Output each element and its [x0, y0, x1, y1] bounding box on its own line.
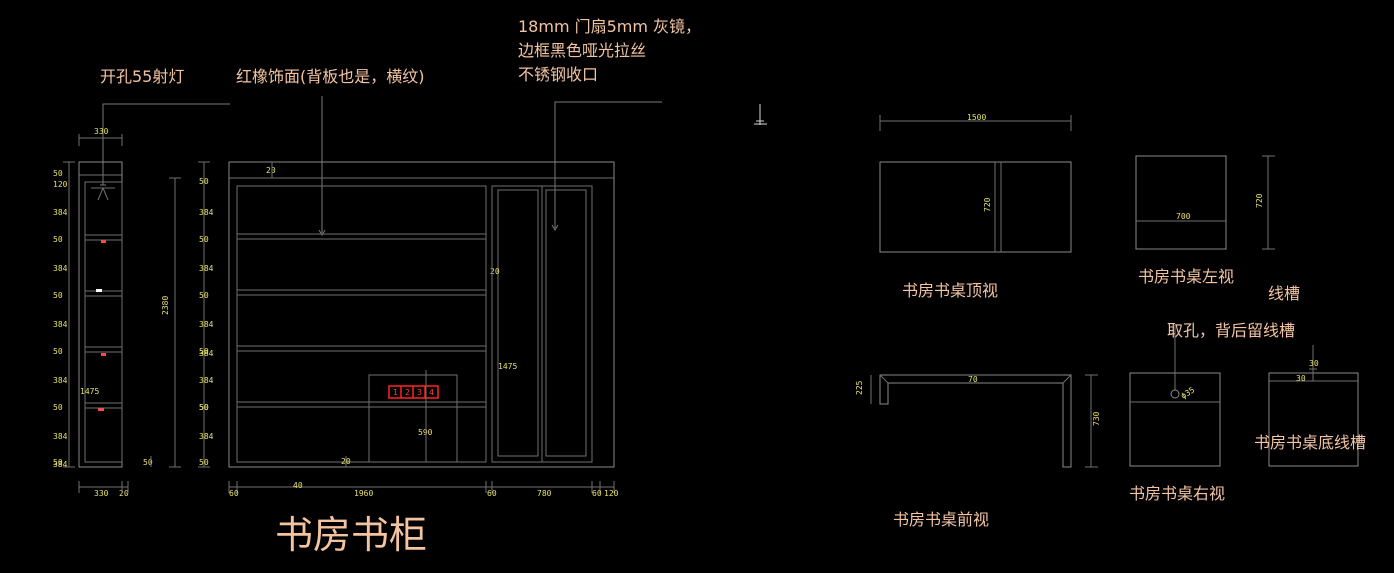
red-mark-2: 2 — [405, 388, 410, 397]
bottom-120: 120 — [604, 489, 619, 498]
svg-text:384: 384 — [53, 264, 68, 273]
side-mid-label: 1475 — [80, 387, 99, 396]
side-bottom-offset: 50 — [143, 458, 153, 467]
spotlight-leader — [100, 103, 230, 186]
bottom-40: 40 — [293, 481, 303, 490]
svg-text:384: 384 — [199, 349, 214, 358]
desk-left-view-label: 书房书桌左视 — [1138, 267, 1234, 286]
height-total: 2380 — [161, 296, 170, 315]
desk-top-view: 1500 720 书房书桌顶视 — [879, 113, 1072, 300]
svg-text:120: 120 — [53, 180, 68, 189]
svg-text:50: 50 — [53, 403, 63, 412]
spotlight-hole-label: 开孔55射灯 — [100, 67, 184, 86]
cabinet-side-section: 330 330 20 50 120 384 50 384 50 384 50 3… — [53, 127, 153, 498]
side-top-width: 330 — [94, 127, 109, 136]
oak-veneer-label: 红橡饰面(背板也是，横纹) — [236, 67, 425, 86]
cabinet-drawer-panel — [368, 374, 458, 463]
desk-right-view-label: 书房书桌右视 — [1129, 484, 1225, 503]
svg-text:50: 50 — [199, 403, 209, 412]
red-mark-4: 4 — [429, 388, 434, 397]
desk-bottom-groove-view: 30 30 书房书桌底线槽 — [1254, 345, 1366, 467]
door-leader — [551, 101, 662, 231]
svg-text:50: 50 — [199, 177, 209, 186]
svg-text:50: 50 — [53, 169, 63, 178]
take-hole-label: 取孔，背后留线槽 — [1167, 321, 1295, 340]
red-mark-1: 1 — [393, 388, 398, 397]
desk-front-top: 70 — [968, 375, 978, 384]
svg-text:50: 50 — [53, 291, 63, 300]
svg-text:384: 384 — [53, 320, 68, 329]
bottom-60-mid: 60 — [487, 489, 497, 498]
bottom-1960: 1960 — [354, 489, 373, 498]
inner-20: 20 — [490, 267, 500, 276]
red-mark-3: 3 — [417, 388, 422, 397]
side-bottom-small: 20 — [119, 489, 129, 498]
svg-text:384: 384 — [199, 264, 214, 273]
cabinet-mid-dimension-stack: 50 384 50 384 50 384 50 384 50 384 50 38… — [199, 177, 214, 467]
desk-front-view-label: 书房书桌前视 — [893, 510, 989, 529]
svg-text:384: 384 — [199, 376, 214, 385]
desk-right-view: ϕ35 书房书桌右视 — [1129, 325, 1225, 503]
door-note-line-3: 不锈钢收口 — [518, 65, 598, 84]
desk-top-view-label: 书房书桌顶视 — [902, 281, 998, 300]
svg-text:384: 384 — [199, 320, 214, 329]
svg-text:384: 384 — [199, 208, 214, 217]
desk-top-depth: 720 — [983, 197, 992, 212]
groove-top: 30 — [1309, 359, 1319, 368]
bottom-780: 780 — [537, 489, 552, 498]
desk-left-view: 700 720 书房书桌左视 — [1135, 155, 1275, 286]
svg-text:384: 384 — [53, 208, 68, 217]
desk-front-height: 730 — [1092, 411, 1101, 426]
svg-text:384: 384 — [53, 432, 68, 441]
desk-left-height: 720 — [1255, 193, 1264, 208]
cabinet-title: 书房书柜 — [275, 513, 427, 557]
cabinet-outer — [228, 161, 615, 468]
svg-text:384: 384 — [53, 460, 68, 469]
door-note-line-2: 边框黑色哑光拉丝 — [518, 41, 646, 60]
desk-right-hole: ϕ35 — [1179, 385, 1196, 400]
bottom-60-left: 60 — [229, 489, 239, 498]
svg-text:50: 50 — [199, 403, 209, 412]
door-note-line-1: 18mm 门扇5mm 灰镜， — [518, 17, 701, 36]
svg-text:50: 50 — [53, 235, 63, 244]
svg-text:50: 50 — [199, 347, 209, 356]
desk-bottom-groove-label: 书房书桌底线槽 — [1254, 433, 1366, 452]
desk-front-view: 225 70 730 书房书桌前视 — [855, 374, 1101, 529]
side-bottom-width: 330 — [94, 489, 109, 498]
svg-text:50: 50 — [53, 347, 63, 356]
svg-text:50: 50 — [199, 235, 209, 244]
groove-small: 30 — [1296, 374, 1306, 383]
bottom-60-right: 60 — [592, 489, 602, 498]
cabinet-open-area — [236, 185, 487, 463]
wire-groove-label: 线槽 — [1268, 284, 1300, 303]
inner-1475: 1475 — [498, 362, 517, 371]
cursor-mark — [754, 104, 767, 125]
svg-text:50: 50 — [199, 458, 209, 467]
side-inner — [84, 181, 123, 463]
desk-front-small: 225 — [855, 380, 864, 395]
desk-top-width: 1500 — [967, 113, 986, 122]
svg-text:384: 384 — [53, 376, 68, 385]
side-left-dimension-stack: 50 120 384 50 384 50 384 50 384 50 384 5… — [53, 169, 68, 469]
desk-left-width: 700 — [1176, 212, 1191, 221]
svg-text:50: 50 — [53, 458, 63, 467]
oak-leader — [318, 96, 326, 236]
svg-text:50: 50 — [199, 291, 209, 300]
inner-590: 590 — [418, 428, 433, 437]
cabinet-elevation: 1 2 3 4 20 20 1475 590 20 2380 50 384 50… — [161, 161, 619, 498]
cabinet-top-small: 20 — [266, 166, 276, 175]
svg-text:384: 384 — [199, 432, 214, 441]
